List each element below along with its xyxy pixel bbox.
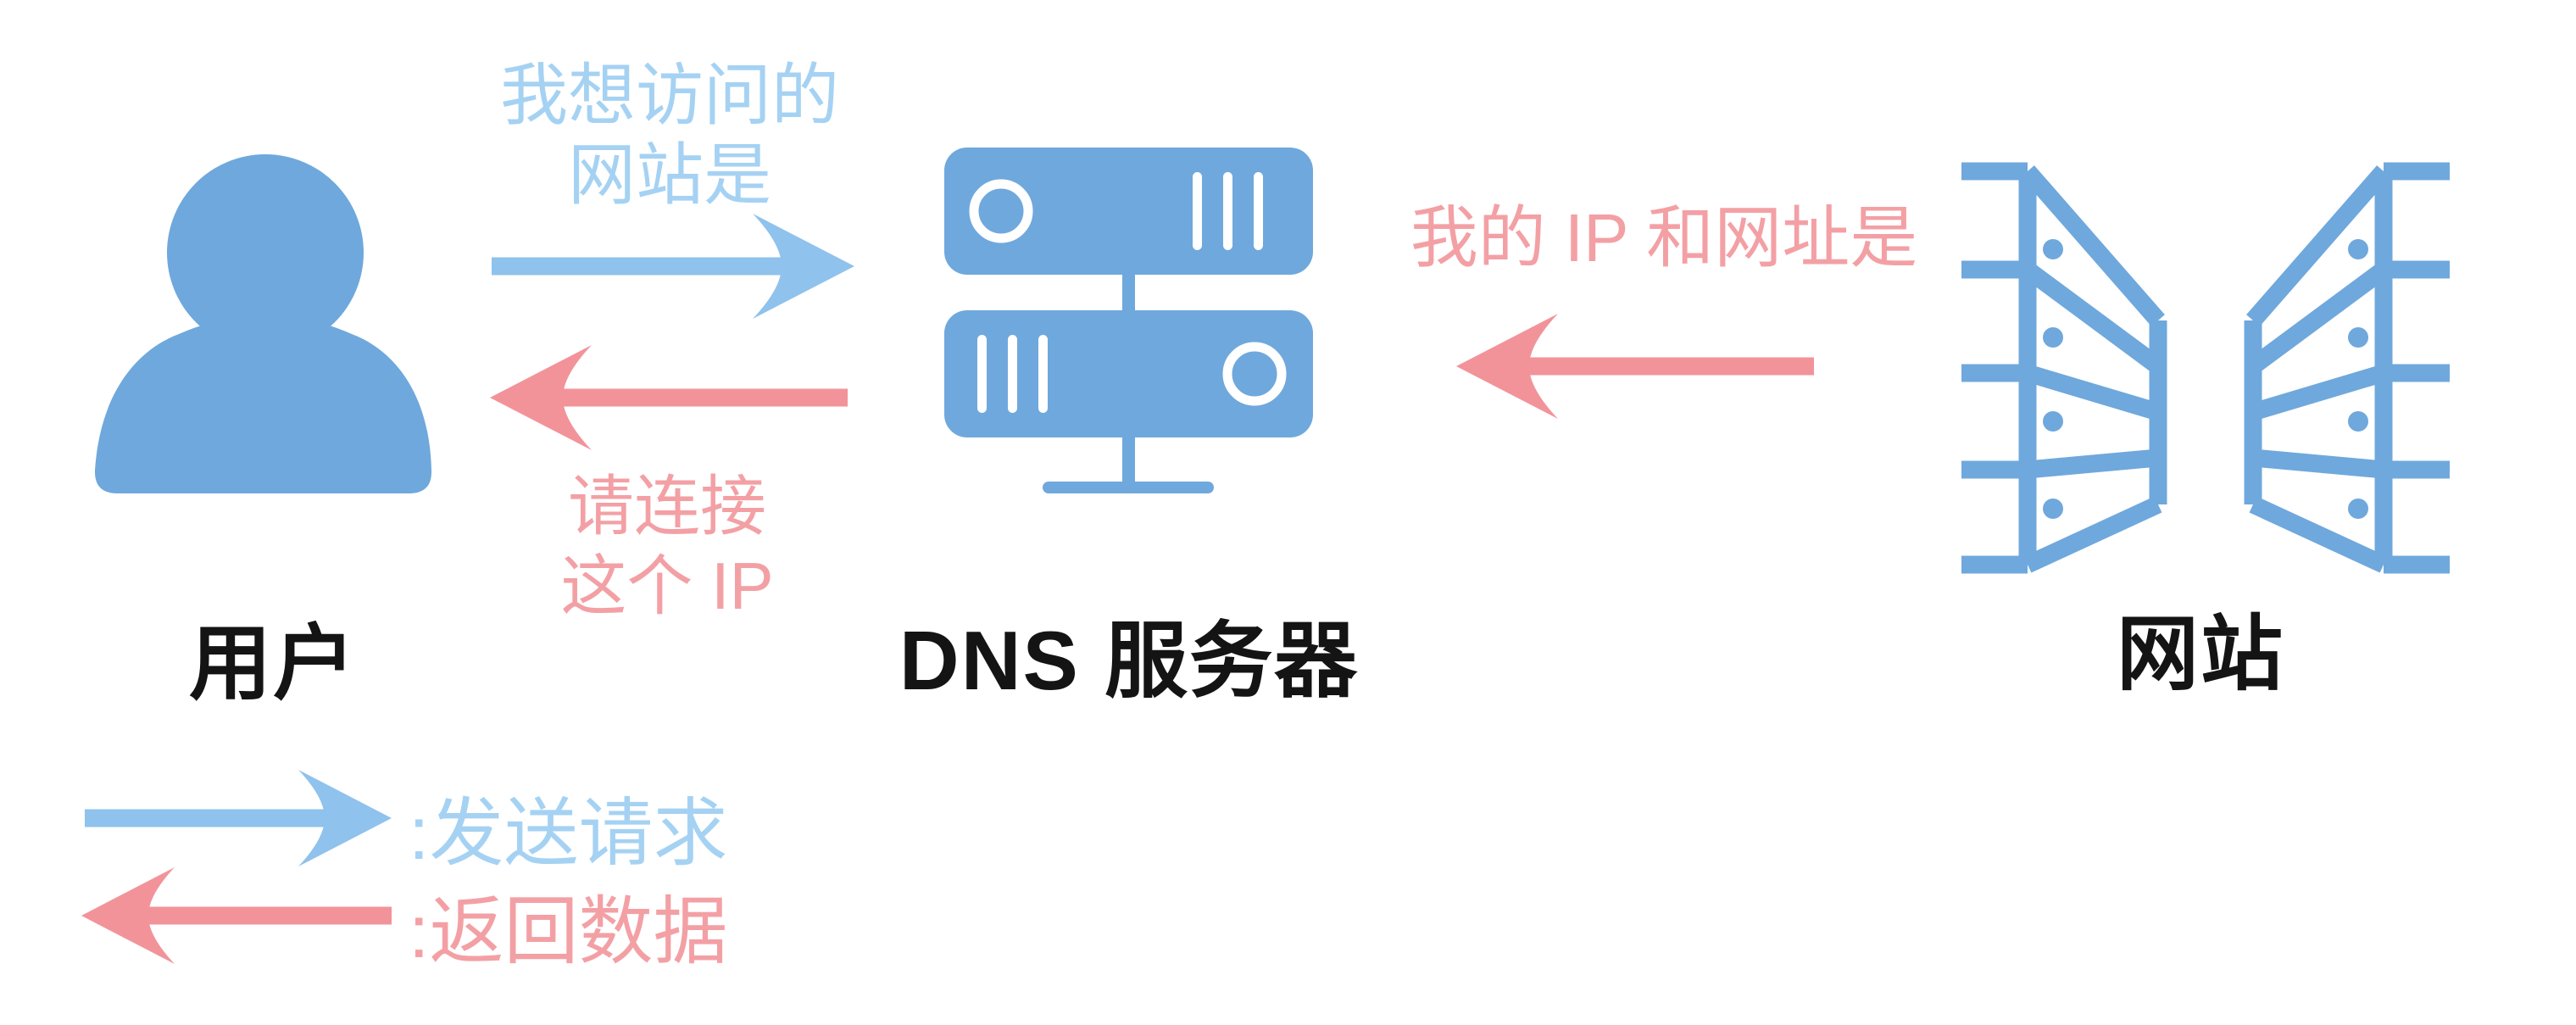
server-stack-icon [944,148,1313,493]
website-node-label: 网站 [2117,608,2284,700]
site-info-arrow [1456,314,1814,419]
request-message: 我想访问的 网站是 [500,56,839,215]
user-node-label: 用户 [189,617,357,710]
legend-return-label: :返回数据 [409,889,728,973]
person-icon [94,154,432,493]
legend-send-label: :发送请求 [409,791,728,875]
request-message-line2: 网站是 [568,137,771,213]
return-arrow [490,345,848,450]
request-message-line1: 我想访问的 [500,58,839,133]
dns-node-label: DNS 服务器 [899,614,1360,707]
request-arrow [492,214,854,319]
legend-return-arrow [81,867,392,964]
connect-message-line1: 请连接 [567,469,766,543]
connect-message-line2: 这个 IP [560,549,774,623]
legend-send-arrow [85,770,392,866]
site-info-message: 我的 IP 和网址是 [1410,200,1918,276]
connect-message: 请连接 这个 IP [560,466,773,626]
